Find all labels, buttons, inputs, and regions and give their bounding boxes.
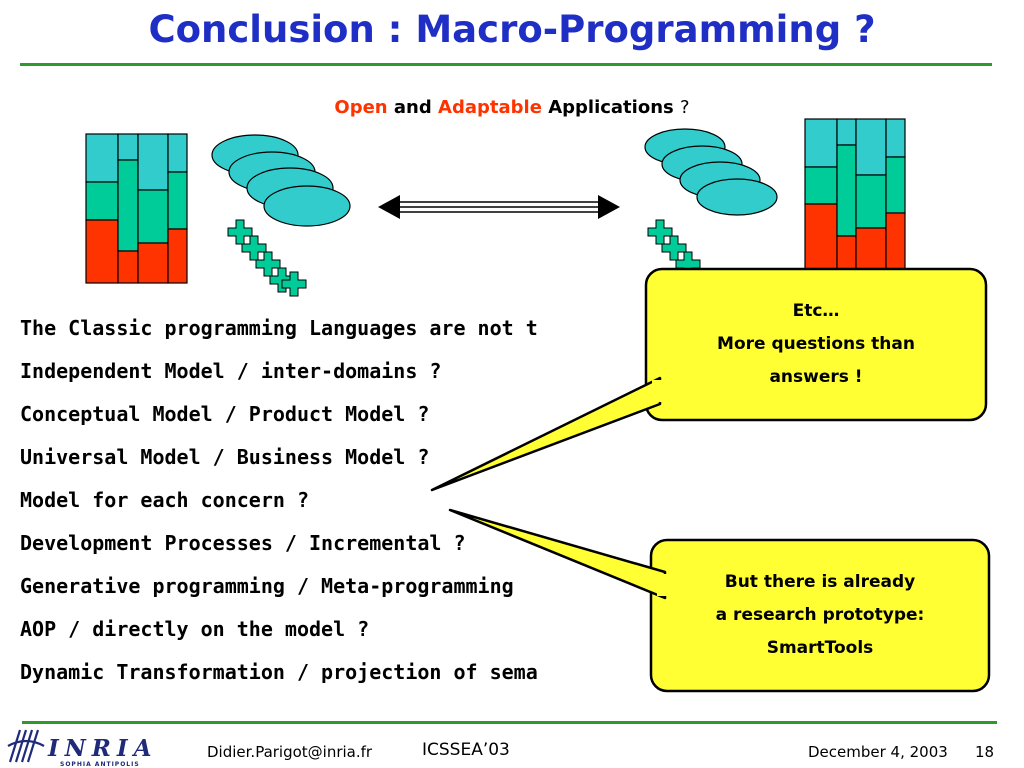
- question-item: AOP / directly on the model ?: [20, 617, 370, 641]
- right-ellipse-stack: [644, 128, 778, 216]
- title-rule: [20, 63, 992, 66]
- inria-logo-text: INRIA: [48, 735, 158, 762]
- footer-conference: ICSSEA’03: [422, 740, 510, 760]
- callout-top-shape: [430, 267, 988, 492]
- question-item: The Classic programming Languages are no…: [20, 316, 538, 340]
- question-item: Conceptual Model / Product Model ?: [20, 402, 430, 426]
- subtitle-applications: Applications: [548, 97, 674, 118]
- question-item: Model for each concern ?: [20, 488, 309, 512]
- question-item: Generative programming / Meta-programmin…: [20, 574, 514, 598]
- question-item: Independent Model / inter-domains ?: [20, 359, 442, 383]
- footer-rule: [22, 721, 997, 724]
- left-ellipse-stack: [211, 134, 351, 227]
- subtitle-question: ?: [680, 97, 690, 118]
- callout-top-text: Etc… More questions than answers !: [646, 295, 986, 394]
- question-list: The Classic programming Languages are no…: [20, 311, 538, 698]
- subtitle-adaptable: Adaptable: [438, 97, 542, 118]
- subtitle: Open and Adaptable Applications ?: [0, 97, 1024, 118]
- callout-bottom-line: SmartTools: [766, 638, 874, 658]
- left-cross-stack: [227, 219, 307, 297]
- footer-date: December 4, 2003: [808, 743, 948, 761]
- slide-title: Conclusion : Macro-Programming ?: [148, 8, 876, 51]
- footer-page-number: 18: [975, 743, 995, 761]
- callout-top-line: Etc…: [792, 301, 840, 321]
- left-module-stack: [85, 133, 188, 284]
- callout-bottom-shape: [448, 508, 991, 693]
- inria-logo-subtext: SOPHIA ANTIPOLIS: [60, 761, 140, 768]
- question-item: Development Processes / Incremental ?: [20, 531, 466, 555]
- question-item: Dynamic Transformation / projection of s…: [20, 660, 538, 684]
- callout-bottom-line: But there is already: [724, 572, 916, 592]
- callout-bottom-line: a research prototype:: [715, 605, 925, 625]
- question-item: Universal Model / Business Model ?: [20, 445, 430, 469]
- callout-top-line: More questions than: [717, 334, 915, 354]
- inria-logo-icon: [7, 729, 45, 763]
- subtitle-open: Open: [334, 97, 388, 118]
- callout-bottom-text: But there is already a research prototyp…: [651, 566, 989, 665]
- callout-top-line: answers !: [769, 367, 863, 387]
- footer-email: Didier.Parigot@inria.fr: [207, 743, 373, 761]
- subtitle-and: and: [393, 97, 432, 118]
- double-arrow-icon: [378, 195, 620, 219]
